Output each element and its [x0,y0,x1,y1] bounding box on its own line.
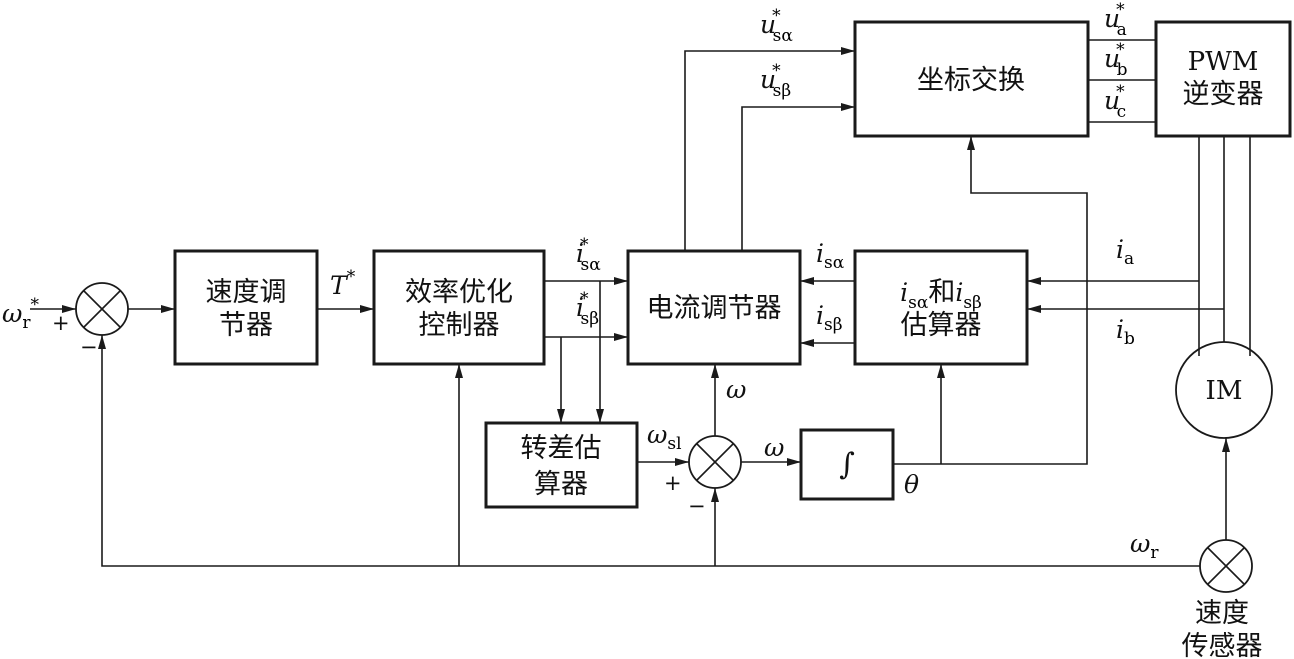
coordinate-transform-block: 坐标交换 [853,20,1090,138]
torque-ref-label: T* [330,267,356,300]
omega-to-integrator-label: ω [764,433,784,462]
isa-ref-label: i*sα [576,235,601,275]
slip-summing-junction [688,435,742,489]
efficiency-optimization-controller-block: 效率优化 控制器 [372,249,546,366]
omega-r-ref-label: ωr* [2,295,40,333]
isb-ref-label: i*sβ [576,289,599,329]
motor-label: IM [1206,376,1243,406]
speed-regulator-label-1: 速度调 [206,277,287,308]
usa-ref-line [684,47,855,251]
isa-est-label: isα [816,239,845,273]
speed-sensor-label-1: 速度 [1195,598,1249,629]
pwm-inverter-label-2: 逆变器 [1183,79,1264,110]
usb-ref-line [741,103,855,251]
connections [30,39,1251,567]
integrator-block: ∫ [799,428,895,501]
current-regulator-label: 电流调节器 [647,293,782,324]
pwm-inverter-label-1: PWM [1188,47,1259,77]
speed-sensor-symbol [1199,539,1253,593]
ia-label: ia [1116,235,1134,269]
efficiency-controller-label-1: 效率优化 [405,277,513,308]
current-estimator-label-2: 估算器 [901,310,982,341]
coordinate-transform-label: 坐标交换 [917,65,1025,96]
usa-ref-label: u*sα [760,6,793,46]
uc-ref-label: u*c [1104,82,1126,122]
plus-sign-1: + [52,311,70,335]
isb-est-label: isβ [816,301,843,335]
speed-sensor-label-2: 传感器 [1182,631,1263,659]
current-estimator-label-1: isα和isβ [900,277,982,313]
omega-slip-label: ωsl [647,420,682,454]
minus-sign-2: − [688,494,706,518]
ua-ref-label: u*a [1104,0,1127,40]
integrator-symbol: ∫ [839,447,855,482]
ib-label: ib [1116,315,1135,349]
speed-regulator-block: 速度调 节器 [173,249,319,366]
pwm-inverter-block: PWM 逆变器 [1154,20,1292,138]
slip-estimator-label-2: 算器 [534,469,588,500]
usb-ref-label: u*sβ [760,61,791,101]
minus-sign-1: − [80,335,98,359]
omega-r-feedback-label: ωr [1130,529,1159,563]
theta-label: θ [904,470,919,499]
speed-regulator-label-2: 节器 [219,310,273,341]
theta-to-transform-line [893,136,1088,465]
induction-motor: IM [1175,341,1273,439]
omega-to-regulator-label: ω [726,375,746,404]
ub-ref-label: u*b [1104,40,1128,80]
current-estimator-block: isα和isβ 估算器 [853,249,1029,366]
slip-estimator-block: 转差估 算器 [484,421,639,509]
speed-feedback-line [98,335,1200,567]
speed-summing-junction [75,282,129,336]
plus-sign-2: + [664,471,682,495]
current-regulator-block: 电流调节器 [626,249,802,366]
slip-estimator-label-1: 转差估 [521,433,602,464]
efficiency-controller-label-2: 控制器 [419,310,500,341]
